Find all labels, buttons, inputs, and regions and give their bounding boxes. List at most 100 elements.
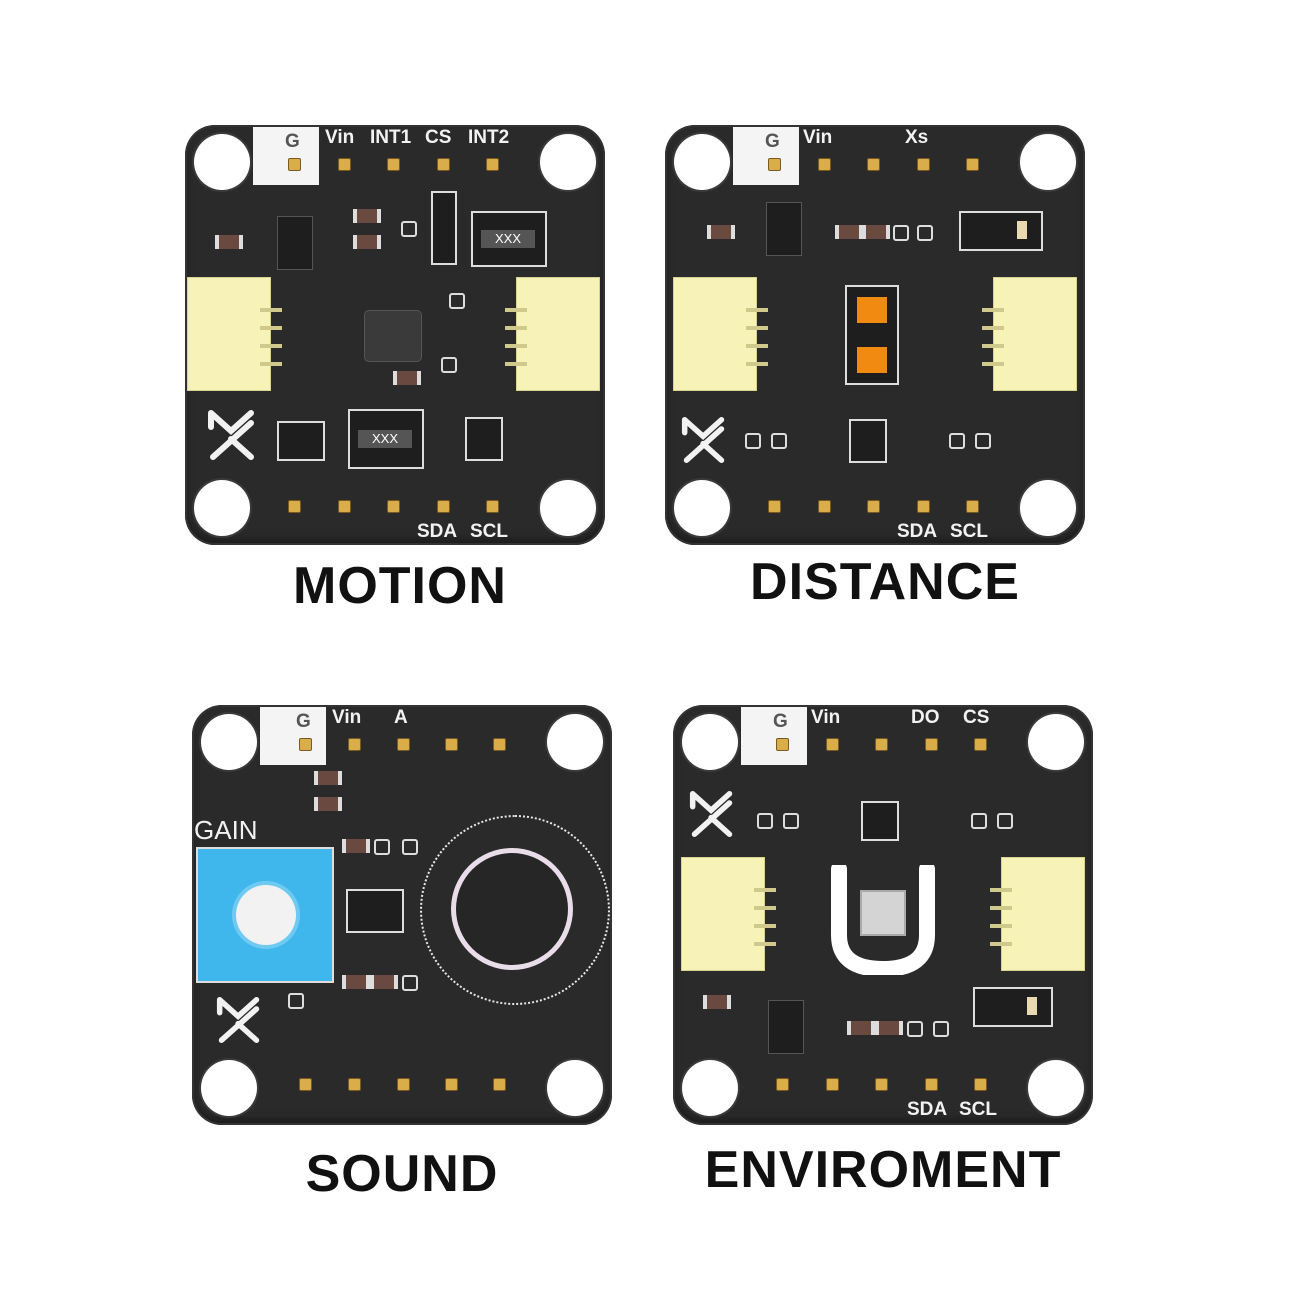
pin-pad <box>975 739 986 750</box>
pin-pad <box>868 501 879 512</box>
smd-component <box>401 221 417 237</box>
mx-logo-icon <box>681 417 725 463</box>
switch-chip <box>961 213 1041 249</box>
pin-pad <box>975 1079 986 1090</box>
smd-component <box>893 225 909 241</box>
smd-component <box>449 293 465 309</box>
pin-label-g: G <box>285 131 300 152</box>
resistor <box>847 1021 875 1035</box>
ic-chip <box>851 421 885 461</box>
smd-component <box>374 839 390 855</box>
pin-label-cs: CS <box>425 127 452 148</box>
right-connector <box>982 277 1077 391</box>
pin-pad <box>398 739 409 750</box>
pin-pad <box>876 1079 887 1090</box>
pin-label-int2: INT2 <box>468 127 510 148</box>
mounting-hole-icon <box>1020 134 1076 190</box>
pin-label-vin: Vin <box>811 707 841 728</box>
pin-label-g: G <box>765 131 780 152</box>
gain-label: GAIN <box>194 815 258 845</box>
motion-board: G Vin INT1 CS INT2 XXX XXX SDA SCL <box>185 125 605 545</box>
resistor <box>353 209 381 223</box>
crystal-chip: XXX <box>473 213 545 265</box>
mounting-hole-icon <box>682 1060 738 1116</box>
pin-pad <box>388 159 399 170</box>
resistor <box>353 235 381 249</box>
microphone-icon <box>456 853 568 965</box>
smd-component <box>971 813 987 829</box>
sound-board: G Vin A GAIN <box>192 705 612 1125</box>
smd-component <box>745 433 761 449</box>
mx-logo-icon <box>689 791 733 837</box>
pin-label-sda: SDA <box>907 1099 948 1120</box>
smd-component <box>975 433 991 449</box>
distance-board: G Vin Xs SDA SCL <box>665 125 1085 545</box>
mounting-hole-icon <box>674 480 730 536</box>
pin-pad <box>967 501 978 512</box>
imu-chip <box>365 311 421 361</box>
resistor <box>875 1021 903 1035</box>
switch-chip <box>433 193 455 263</box>
sensor-chip <box>279 423 323 459</box>
right-connector <box>505 277 600 391</box>
pin-label-vin: Vin <box>332 707 362 728</box>
ic-chip <box>863 803 897 839</box>
resistor <box>703 995 731 1009</box>
smd-component <box>441 357 457 373</box>
pin-label-vin: Vin <box>325 127 355 148</box>
pin-pad <box>300 739 311 750</box>
smd-component <box>933 1021 949 1037</box>
pin-label-g: G <box>773 711 788 732</box>
mounting-hole-icon <box>201 1060 257 1116</box>
sound-caption: SOUND <box>305 1145 499 1203</box>
smd-component <box>949 433 965 449</box>
gain-potentiometer[interactable] <box>196 847 334 983</box>
smd-component <box>771 433 787 449</box>
pin-label-sda: SDA <box>417 521 458 542</box>
smd-component <box>997 813 1013 829</box>
mounting-hole-icon <box>547 1060 603 1116</box>
pin-pad <box>289 159 300 170</box>
regulator-chip <box>769 1001 803 1053</box>
mx-logo-icon <box>216 997 260 1043</box>
pin-pad <box>868 159 879 170</box>
pin-pad <box>438 501 449 512</box>
chip-label: XXX <box>358 430 412 448</box>
ground-strip <box>260 707 326 765</box>
mounting-hole-icon <box>674 134 730 190</box>
potentiometer-knob-icon[interactable] <box>236 885 296 945</box>
regulator-chip <box>767 203 801 255</box>
crystal-chip: XXX <box>350 411 422 467</box>
distance-caption: DISTANCE <box>750 553 1020 611</box>
pin-pad <box>438 159 449 170</box>
motion-caption: MOTION <box>293 557 507 615</box>
mounting-hole-icon <box>540 480 596 536</box>
mounting-hole-icon <box>1020 480 1076 536</box>
pin-label-int1: INT1 <box>370 127 412 148</box>
pin-label-scl: SCL <box>950 521 988 542</box>
ground-strip <box>733 127 799 185</box>
resistor <box>215 235 243 249</box>
enviroment-caption: ENVIROMENT <box>704 1141 1062 1199</box>
receiver <box>857 347 887 373</box>
resistor <box>370 975 398 989</box>
pin-pad <box>777 1079 788 1090</box>
ic-chip <box>467 419 501 459</box>
pin-pad <box>494 1079 505 1090</box>
pin-pad <box>446 739 457 750</box>
ground-strip <box>741 707 807 765</box>
resistor <box>342 839 370 853</box>
pin-pad <box>388 501 399 512</box>
ground-strip <box>253 127 319 185</box>
mounting-hole-icon <box>1028 1060 1084 1116</box>
pin-pad <box>918 501 929 512</box>
pin-pad <box>918 159 929 170</box>
pin-pad <box>339 501 350 512</box>
mounting-hole-icon <box>201 714 257 770</box>
amp-chip <box>348 891 402 931</box>
pin-pad <box>827 1079 838 1090</box>
smd-component <box>402 839 418 855</box>
pin-pad <box>446 1079 457 1090</box>
pin-pad <box>967 159 978 170</box>
right-connector <box>990 857 1085 971</box>
